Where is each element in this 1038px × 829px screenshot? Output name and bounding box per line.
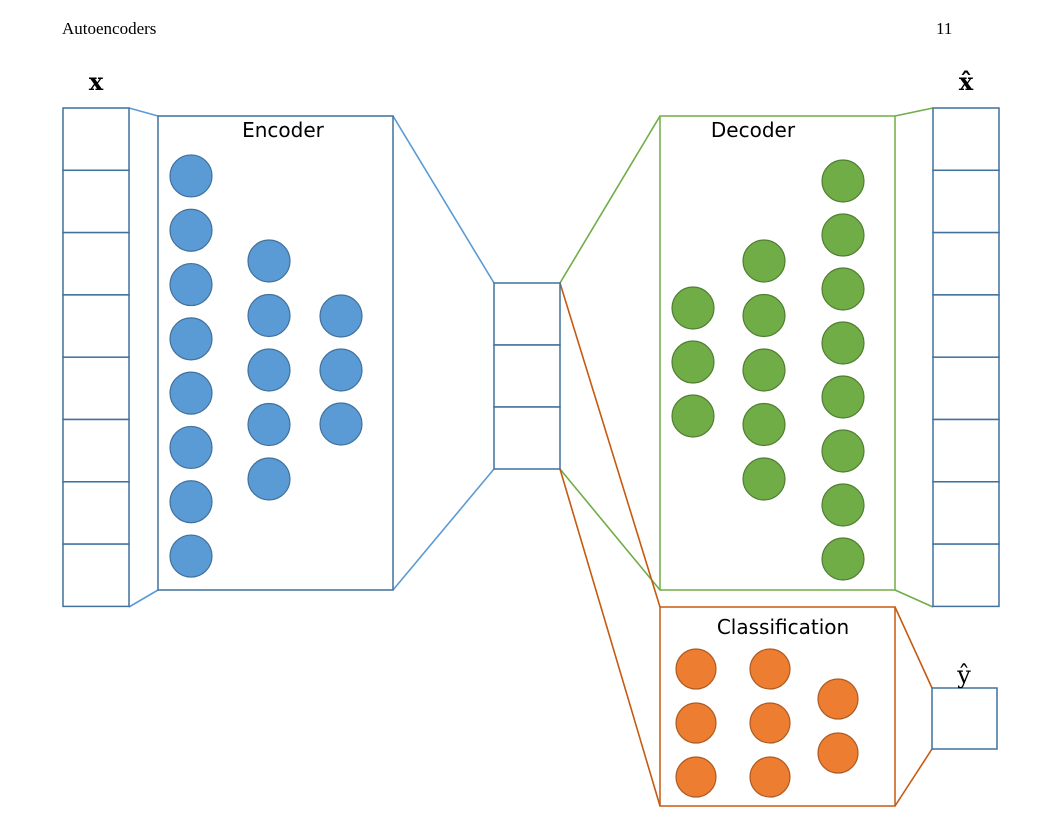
encoder-title: Encoder <box>242 118 325 142</box>
classifier-connector <box>894 606 933 689</box>
output-cell <box>932 294 1000 358</box>
encoder-neuron <box>169 208 213 252</box>
page-number: 11 <box>936 19 953 38</box>
input-cell <box>62 418 130 483</box>
encoder-neuron <box>319 402 363 446</box>
input-cell <box>62 481 130 545</box>
encoder-neuron <box>169 371 213 415</box>
decoder-neuron <box>742 239 786 283</box>
output-cell <box>932 418 1000 483</box>
classifier-neuron <box>817 678 859 720</box>
encoder-neuron <box>169 534 213 578</box>
encoder-neuron <box>319 348 363 392</box>
classifier-neuron <box>749 702 791 744</box>
encoder-neuron <box>247 402 291 447</box>
output-label: x̂ <box>959 67 974 96</box>
page-header: Autoencoders 11 <box>0 0 1038 60</box>
bottleneck-vector <box>493 282 561 470</box>
input-cell <box>62 356 130 421</box>
classifier-connectors <box>559 282 933 807</box>
encoder-connector <box>392 115 495 284</box>
output-cell <box>932 481 1000 545</box>
decoder-neuron <box>821 321 865 365</box>
classifier-neuron <box>675 702 717 744</box>
encoder-neuron <box>247 348 291 392</box>
classifier-connector <box>559 282 661 608</box>
encoder-neuron <box>319 294 363 338</box>
decoder-connector <box>894 107 934 117</box>
classifier-neurons <box>675 648 859 798</box>
decoder-neuron <box>671 394 715 438</box>
decoder-neuron <box>821 159 865 203</box>
decoder-neuron <box>821 537 865 581</box>
decoder-connector <box>559 468 661 591</box>
decoder-neuron <box>821 483 865 527</box>
prediction-box <box>931 687 998 750</box>
classifier-neuron <box>749 648 791 690</box>
encoder-neuron <box>169 154 213 198</box>
classifier-neuron <box>749 756 791 798</box>
decoder-connectors <box>559 107 934 608</box>
bottleneck-cell <box>493 406 561 470</box>
decoder-neuron <box>742 293 786 338</box>
encoder-neuron <box>247 239 291 283</box>
output-cell <box>932 231 1000 296</box>
decoder-neuron <box>671 286 715 330</box>
encoder-neuron <box>247 457 291 501</box>
output-cell <box>932 543 1000 608</box>
input-label: x <box>89 67 104 96</box>
encoder-neuron <box>169 317 213 361</box>
decoder-neuron <box>742 348 786 392</box>
decoder-neuron <box>742 402 786 447</box>
decoder-neuron <box>821 375 865 419</box>
input-cell <box>62 169 130 234</box>
decoder-neuron <box>821 267 865 311</box>
running-title: Autoencoders <box>62 19 157 38</box>
input-vector <box>62 107 130 608</box>
output-cell <box>932 356 1000 421</box>
bottleneck-cell <box>493 344 561 408</box>
decoder-neuron <box>821 429 865 473</box>
output-cell <box>932 169 1000 234</box>
encoder-connector <box>392 468 495 591</box>
decoder-title: Decoder <box>711 118 796 142</box>
classifier-neuron <box>817 732 859 774</box>
output-cell <box>932 107 1000 172</box>
encoder-neuron <box>169 425 213 470</box>
input-cell <box>62 231 130 296</box>
decoder-neuron <box>821 213 865 257</box>
classifier-connector <box>559 468 661 807</box>
bottleneck-cell <box>493 282 561 346</box>
encoder-connector <box>128 107 159 117</box>
classifier-neuron <box>675 648 717 690</box>
encoder-neuron <box>169 480 213 524</box>
encoder-neuron <box>247 293 291 338</box>
classification-title: Classification <box>717 615 849 639</box>
prediction-label: ŷ <box>956 661 971 689</box>
classifier-connector <box>894 748 933 807</box>
encoder-neuron <box>169 262 213 307</box>
classifier-neuron <box>675 756 717 798</box>
encoder-connectors <box>128 107 495 608</box>
decoder-connector <box>894 589 934 608</box>
encoder-connector <box>128 589 159 608</box>
encoder-neurons <box>169 154 363 578</box>
input-cell <box>62 107 130 172</box>
output-vector <box>932 107 1000 608</box>
input-cell <box>62 543 130 608</box>
decoder-connector <box>559 115 661 284</box>
decoder-neuron <box>742 457 786 501</box>
decoder-neurons <box>671 159 865 581</box>
decoder-neuron <box>671 340 715 384</box>
input-cell <box>62 294 130 358</box>
